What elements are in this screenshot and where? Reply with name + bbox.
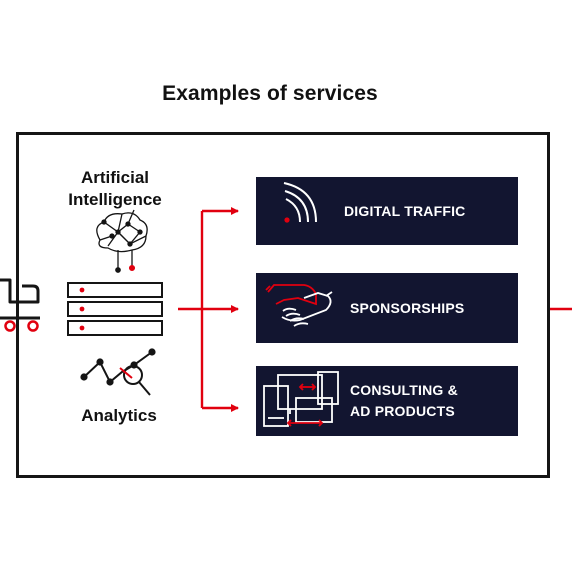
service-label-line1: SPONSORSHIPS [350,300,465,316]
service-sponsorships-label: SPONSORSHIPS [350,298,464,319]
service-label-line2: AD PRODUCTS [350,403,455,419]
service-consulting: CONSULTING & AD PRODUCTS [256,366,518,436]
service-label-line1: CONSULTING & [350,382,458,398]
service-sponsorships: SPONSORSHIPS [256,273,518,343]
services-frame [16,132,550,478]
ai-label: Artificial Intelligence [56,167,174,211]
service-digital-traffic-label: DIGITAL TRAFFIC [344,201,465,222]
diagram-title: Examples of services [162,82,378,105]
service-digital-traffic: DIGITAL TRAFFIC [256,177,518,245]
service-label-line1: DIGITAL TRAFFIC [344,203,466,219]
ai-label-line2: Intelligence [68,190,162,209]
analytics-label: Analytics [81,406,157,425]
ai-label-line1: Artificial [80,168,150,187]
service-consulting-label: CONSULTING & AD PRODUCTS [350,380,458,422]
